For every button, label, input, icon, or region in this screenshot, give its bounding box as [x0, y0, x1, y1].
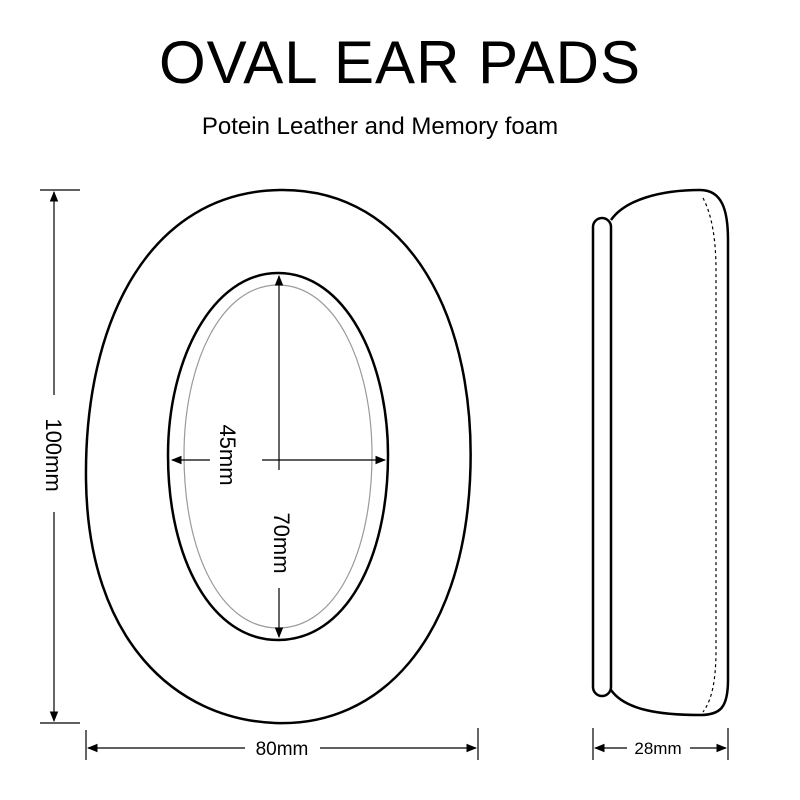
height-label: 100mm	[41, 418, 66, 491]
inner-height-dimension: 70mm	[269, 274, 294, 639]
inner-width-label: 45mm	[215, 424, 240, 485]
side-view-seam	[702, 197, 717, 713]
thickness-label: 28mm	[634, 739, 681, 758]
width-label: 80mm	[256, 739, 309, 760]
page-title: OVAL EAR PADS	[158, 29, 642, 96]
ear-pad-inner-opening	[166, 271, 390, 642]
height-dimension: 100mm	[40, 189, 80, 724]
inner-height-label: 70mm	[269, 512, 294, 573]
ear-pad-outer-outline	[84, 188, 472, 725]
ear-pad-inner-rim	[183, 284, 373, 629]
side-view-cushion	[609, 188, 730, 717]
side-view-backplate	[591, 216, 613, 698]
inner-width-dimension: 45mm	[170, 424, 387, 486]
side-view: 28mm	[591, 188, 730, 760]
page-subtitle: Potein Leather and Memory foam	[201, 113, 559, 140]
width-dimension: 80mm	[85, 728, 479, 760]
